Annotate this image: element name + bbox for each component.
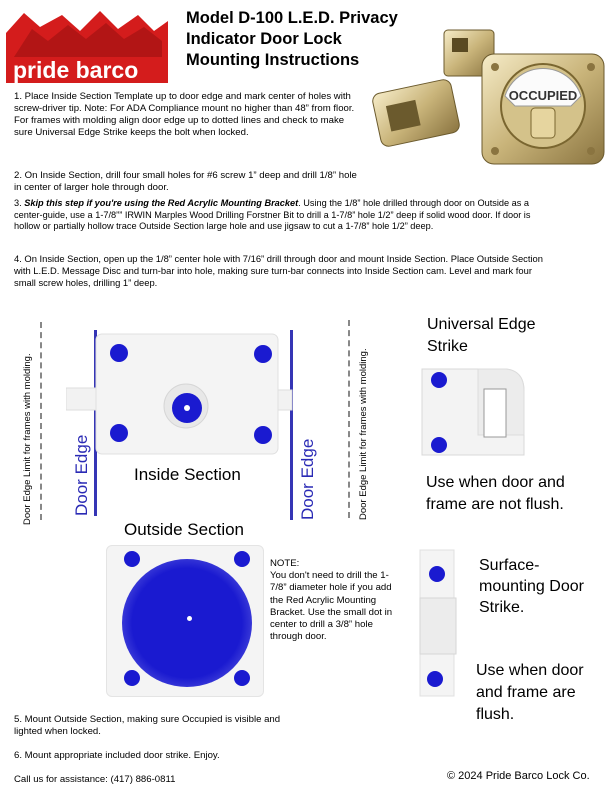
note-heading: NOTE: (270, 558, 300, 569)
step-6: 6. Mount appropriate included door strik… (14, 750, 220, 761)
step-4: 4. On Inside Section, open up the 1/8” c… (14, 253, 543, 288)
universal-strike-title: Universal Edge Strike (427, 316, 536, 355)
edge-limit-label-right: Door Edge Limit for frames with molding. (358, 348, 369, 520)
step-1: 1. Place Inside Section Template up to d… (14, 91, 355, 138)
edge-limit-label-left: Door Edge Limit for frames with molding. (22, 353, 33, 525)
step-3: 3. Skip this step if you're using the Re… (14, 198, 531, 231)
door-edge-label-right: Door Edge (298, 438, 317, 520)
product-photo: OCCUPIED (366, 8, 608, 168)
screw-hole-universal-top (431, 372, 447, 388)
screw-hole-inside-bottom-right (254, 426, 272, 444)
screw-hole-inside-top-right (254, 345, 272, 363)
outside-section-label: Outside Section (124, 520, 245, 539)
svg-text:OCCUPIED: OCCUPIED (509, 88, 578, 103)
screw-hole-surface-bottom (427, 671, 443, 687)
screw-hole-outside-top-right (234, 551, 250, 567)
center-mark (184, 405, 190, 411)
screw-hole-inside-bottom-left (110, 424, 128, 442)
svg-text:pride barco: pride barco (13, 57, 138, 83)
screw-hole-outside-bottom-left (124, 670, 140, 686)
copyright: © 2024 Pride Barco Lock Co. (447, 770, 590, 782)
step-2: 2. On Inside Section, drill four small h… (14, 170, 357, 193)
screw-hole-surface-top (429, 566, 445, 582)
note-body: You don't need to drill the 1-7/8” diame… (270, 570, 393, 643)
surface-strike-use: Use when door and frame are flush. (476, 662, 584, 723)
edge-limit-line-left (40, 322, 42, 520)
assistance-phone: Call us for assistance: (417) 886-0811 (14, 774, 176, 785)
screw-hole-outside-top-left (124, 551, 140, 567)
universal-strike-use: Use when door and frame are not flush. (426, 474, 565, 513)
screw-hole-universal-bottom (431, 437, 447, 453)
outside-large-hole (122, 559, 252, 687)
step-5: 5. Mount Outside Section, making sure Oc… (14, 714, 281, 737)
surface-strike-title: Surface-mounting Door Strike. (479, 557, 584, 616)
page-title: Model D-100 L.E.D. Privacy Indicator Doo… (186, 9, 398, 69)
pride-barco-logo: pride barco (4, 5, 170, 85)
door-edge-line-right (290, 330, 293, 520)
note-box: NOTE: You don't need to drill the 1-7/8”… (270, 558, 402, 643)
center-hole-inside (172, 393, 202, 423)
inside-section-label: Inside Section (134, 465, 241, 484)
universal-strike-plate (420, 365, 526, 460)
outside-center-dot (187, 616, 192, 621)
edge-limit-line-right (348, 320, 350, 518)
screw-hole-outside-bottom-right (234, 670, 250, 686)
screw-hole-inside-top-left (110, 344, 128, 362)
